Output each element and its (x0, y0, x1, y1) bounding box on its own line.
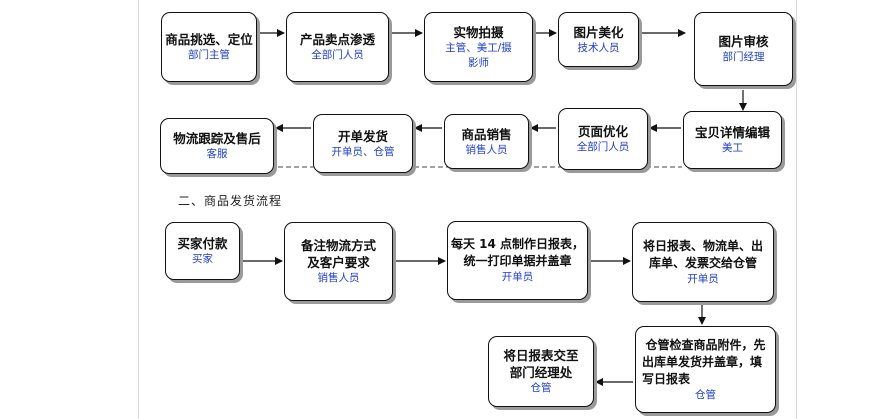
page-left-edge (138, 0, 139, 419)
step-role: 销售人员 (465, 143, 508, 156)
step-image-review: 图片审核 部门经理 (694, 12, 793, 86)
step-logistics-aftersales: 物流跟踪及售后 客服 (160, 118, 274, 174)
step-role: 开单员、仓管 (331, 145, 395, 158)
step-line: 仓管检查商品附件，先 (645, 337, 766, 352)
step-title: 开单发货 (337, 128, 388, 144)
step-role: 仓管 (530, 382, 552, 394)
step-report-to-manager: 将日报表交至 部门经理处 仓管 (488, 336, 594, 407)
step-title: 图片美化 (573, 24, 624, 40)
step-detail-editing: 宝贝详情编辑 美工 (683, 111, 782, 169)
section-heading: 二、商品发货流程 (178, 194, 283, 208)
step-title: 商品销售 (461, 126, 512, 142)
step-photo-shoot: 实物拍摄 主管、美工/摄 影师 (424, 12, 533, 82)
step-role-continued: 影师 (468, 56, 489, 69)
step-title: 实物拍摄 (453, 24, 504, 40)
step-role: 全部门人员 (311, 49, 364, 61)
step-image-retouch: 图片美化 技术人员 (558, 12, 639, 67)
step-daily-print: 每天 14 点制作日报表， 统一打印单据并盖章 开单员 (447, 221, 588, 300)
step-role: 买家 (192, 253, 213, 265)
step-selling-points: 产品卖点渗透 全部门人员 (286, 12, 389, 82)
page-right-edge (796, 0, 797, 419)
step-role: 技术人员 (577, 41, 620, 54)
step-line: 备注物流方式 (300, 238, 376, 253)
step-title: 买家付款 (177, 236, 228, 251)
step-sales: 商品销售 销售人员 (444, 114, 529, 169)
step-buyer-payment: 买家付款 买家 (165, 222, 240, 280)
step-handover-warehouse: 将日报表、物流单、出 库单、发票交给仓管 开单员 (632, 222, 774, 302)
step-role: 美工 (722, 142, 743, 154)
step-role: 部门主管 (188, 49, 230, 61)
step-product-selection: 商品挑选、定位 部门主管 (161, 12, 257, 82)
step-role: 部门经理 (722, 51, 765, 63)
step-line: 及客户要求 (307, 255, 370, 270)
step-role: 仓管 (695, 388, 716, 401)
step-line: 统一打印单据并盖章 (463, 254, 572, 268)
step-warehouse-check: 仓管检查商品附件，先 出库单发货并盖章，填 写日报表 仓管 (635, 326, 776, 413)
step-role: 销售人员 (317, 272, 360, 284)
step-title: 物流跟踪及售后 (173, 131, 261, 146)
step-line: 部门经理处 (509, 365, 573, 380)
step-role: 客服 (206, 148, 228, 160)
step-page-optimization: 页面优化 全部门人员 (558, 108, 648, 170)
step-line: 写日报表 (642, 371, 691, 386)
step-line: 每天 14 点制作日报表， (450, 237, 585, 251)
step-role: 全部门人员 (576, 141, 630, 153)
step-title: 产品卖点渗透 (299, 32, 375, 47)
step-role: 开单员 (501, 271, 534, 283)
step-line: 库单、发票交给仓管 (648, 255, 757, 270)
step-order-shipping: 开单发货 开单员、仓管 (313, 114, 413, 173)
step-line: 出库单发货并盖章，填 (642, 354, 763, 369)
step-note-logistics: 备注物流方式 及客户要求 销售人员 (284, 222, 393, 301)
step-title: 商品挑选、定位 (165, 32, 253, 47)
step-title: 页面优化 (577, 124, 628, 139)
step-role: 开单员 (687, 272, 719, 285)
step-line: 将日报表交至 (503, 348, 579, 363)
step-role: 主管、美工/摄 (445, 41, 512, 54)
step-title: 图片审核 (718, 34, 769, 49)
step-title: 宝贝详情编辑 (694, 125, 770, 140)
step-line: 将日报表、物流单、出 (642, 238, 763, 253)
